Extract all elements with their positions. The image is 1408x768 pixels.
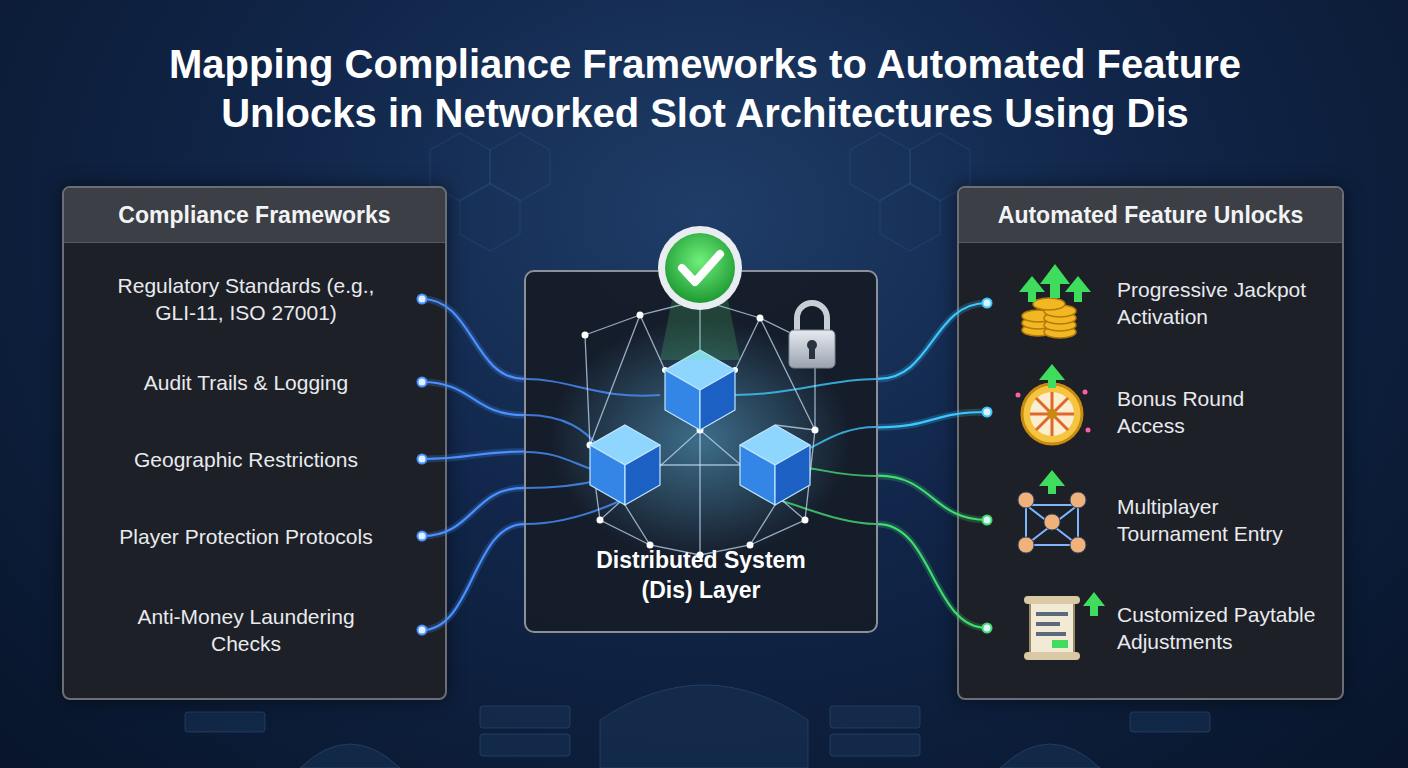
list-item: Customized Paytable Adjustments	[987, 593, 1337, 663]
connector-glow	[878, 412, 987, 427]
wheel-icon	[1016, 364, 1091, 444]
node-label: Distributed System (Dis) Layer	[571, 545, 831, 605]
connector	[878, 408, 992, 428]
connector-glow	[422, 452, 524, 460]
connector-line	[422, 524, 524, 630]
connector	[418, 488, 525, 541]
node-label: Player Protection Protocols	[119, 523, 372, 550]
connector-dot	[983, 516, 992, 525]
connector	[878, 299, 992, 379]
node-label: Audit Trails & Logging	[144, 369, 348, 396]
network-glow	[550, 320, 850, 560]
diagram-title: Mapping Compliance Frameworks to Automat…	[110, 40, 1300, 138]
panel-heading: Automated Feature Unlocks	[959, 188, 1342, 243]
list-item: Progressive Jackpot Activation	[987, 268, 1337, 338]
paytable-icon	[1024, 592, 1105, 660]
inner-wire	[778, 468, 876, 524]
cube	[665, 350, 735, 430]
connector-line	[422, 452, 524, 460]
connector-dot	[418, 455, 427, 464]
connector-line	[878, 303, 987, 379]
connector-line	[422, 488, 524, 536]
connector-line	[878, 524, 987, 628]
panel-box: Compliance FrameworksRegulatory Standard…	[62, 186, 447, 700]
list-item: Player Protection Protocols	[92, 518, 422, 554]
node-label: Anti-Money Laundering Checks	[115, 603, 377, 657]
connector	[418, 524, 525, 634]
connector-line	[878, 412, 987, 427]
inner-wire	[526, 379, 660, 524]
network-dot	[582, 297, 819, 559]
connector-dot	[983, 624, 992, 633]
connector	[878, 476, 992, 525]
connector-glow	[422, 299, 524, 379]
connector-glow	[422, 524, 524, 630]
connector-line	[422, 299, 524, 379]
connector-dot	[983, 408, 992, 417]
connector	[418, 295, 525, 379]
lock-icon	[789, 303, 835, 368]
node-label: Bonus Round Access	[1117, 385, 1277, 439]
node-label: Multiplayer Tournament Entry	[1117, 493, 1332, 547]
connector-glow	[422, 382, 524, 415]
list-item: Regulatory Standards (e.g., GLI-11, ISO …	[92, 268, 422, 330]
connector-dot	[418, 626, 427, 635]
connector-dot	[983, 299, 992, 308]
cube	[590, 425, 660, 505]
connector-line	[422, 382, 524, 415]
tournament-icon	[1018, 470, 1086, 553]
cube	[740, 425, 810, 505]
list-item: Multiplayer Tournament Entry	[987, 485, 1337, 555]
list-item: Geographic Restrictions	[92, 441, 422, 477]
inner-wire	[735, 379, 876, 450]
connector-glow	[878, 476, 987, 520]
panel-heading: Compliance Frameworks	[64, 188, 445, 243]
check-badge	[658, 226, 742, 360]
list-item: Anti-Money Laundering Checks	[92, 599, 422, 661]
panel-box: Automated Feature UnlocksProgressive Jac…	[957, 186, 1344, 700]
network-link	[585, 300, 815, 555]
connector	[418, 378, 525, 416]
connector-dot	[418, 378, 427, 387]
connector-glow	[422, 488, 524, 536]
connector-glow	[878, 524, 987, 628]
list-item: Audit Trails & Logging	[92, 364, 422, 400]
node-label: Customized Paytable Adjustments	[1117, 601, 1332, 655]
connector-dot	[418, 295, 427, 304]
connector	[878, 524, 992, 632]
list-item: Bonus Round Access	[987, 377, 1337, 447]
jackpot-icon	[1019, 264, 1091, 338]
node-label: Geographic Restrictions	[134, 446, 358, 473]
connector-dot	[418, 532, 427, 541]
connector-line	[878, 476, 987, 520]
layer-box: Distributed System (Dis) Layer	[524, 270, 878, 633]
node-label: Regulatory Standards (e.g., GLI-11, ISO …	[115, 272, 377, 326]
node-label: Progressive Jackpot Activation	[1117, 276, 1332, 330]
connector	[418, 452, 525, 464]
connector-glow	[878, 303, 987, 379]
